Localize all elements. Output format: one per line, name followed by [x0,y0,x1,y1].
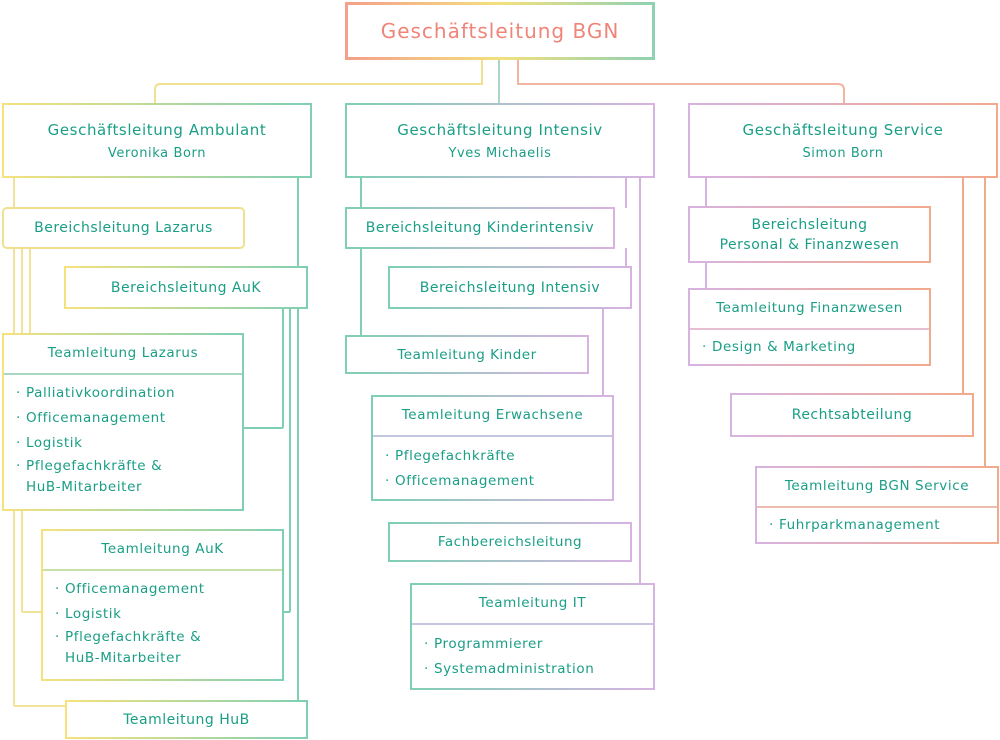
tl-bgn-service-box: Teamleitung BGN Service ·Fuhrparkmanagem… [755,466,999,544]
division-intensiv-title: Geschäftsleitung Intensiv [397,121,603,139]
tl-lazarus-divider [4,373,242,375]
tl-finanzwesen-items: ·Design & Marketing [690,330,929,368]
bl-kinderintensiv-label: Bereichsleitung Kinderintensiv [365,220,595,236]
list-item-continuation: HuB-Mitarbeiter [26,479,143,495]
list-item: ·Officemanagement [16,410,166,426]
bl-kinderintensiv-box: Bereichsleitung Kinderintensiv [345,207,615,249]
division-intensiv: Geschäftsleitung Intensiv Yves Michaelis [345,103,655,178]
tl-finanzwesen-title: Teamleitung Finanzwesen [716,300,903,316]
list-item: ·Pflegefachkräfte & [55,629,202,645]
tl-kinder-box: Teamleitung Kinder [345,335,589,374]
tl-finanzwesen-box: Teamleitung Finanzwesen ·Design & Market… [688,288,931,366]
division-ambulant-title: Geschäftsleitung Ambulant [47,121,267,139]
tl-lazarus-title: Teamleitung Lazarus [47,345,199,361]
bl-personal-box: Bereichsleitung Personal & Finanzwesen [688,206,931,263]
division-service-person: Simon Born [802,146,884,161]
tl-auk-title: Teamleitung AuK [101,541,224,557]
tl-hub-label: Teamleitung HuB [123,711,250,728]
list-item: ·Palliativkoordination [16,385,176,401]
fachbereichsleitung-label: Fachbereichsleitung [437,534,583,550]
list-item: ·Officemanagement [55,581,205,597]
bl-intensiv-box: Bereichsleitung Intensiv [388,266,632,309]
bl-personal-line1: Bereichsleitung [751,216,868,233]
list-item: ·Pflegefachkräfte & [16,458,163,474]
bl-auk-label: Bereichsleitung AuK [110,279,262,296]
tl-finanzwesen-divider [690,328,929,330]
top-management-box: Geschäftsleitung BGN [345,2,655,60]
list-item: ·Pflegefachkräfte [385,448,516,464]
division-intensiv-person: Yves Michaelis [448,146,552,161]
division-service-title: Geschäftsleitung Service [742,121,944,139]
bl-lazarus-box: Bereichsleitung Lazarus [2,207,245,249]
top-management-title: Geschäftsleitung BGN [380,19,620,43]
connector-top-service [517,60,845,103]
list-item: ·Logistik [55,606,122,622]
tl-lazarus-box: Teamleitung Lazarus ·Palliativkoordinati… [2,333,244,511]
list-item: ·Officemanagement [385,473,535,489]
bl-personal-line2: Personal & Finanzwesen [719,236,900,253]
bl-auk-box: Bereichsleitung AuK [64,266,308,309]
list-item-continuation: HuB-Mitarbeiter [65,650,182,666]
rechtsabteilung-box: Rechtsabteilung [730,393,974,437]
tl-it-title: Teamleitung IT [478,595,587,611]
tl-erwachsene-box: Teamleitung Erwachsene ·Pflegefachkräfte… [371,395,614,501]
bl-lazarus-label: Bereichsleitung Lazarus [34,220,213,236]
division-service: Geschäftsleitung Service Simon Born [688,103,998,178]
bl-intensiv-label: Bereichsleitung Intensiv [419,279,601,296]
list-item: ·Fuhrparkmanagement [769,517,941,533]
rechtsabteilung-label: Rechtsabteilung [791,407,913,423]
tl-auk-box: Teamleitung AuK ·Officemanagement ·Logis… [41,529,284,681]
tl-auk-items: ·Officemanagement ·Logistik ·Pflegefachk… [43,571,282,677]
tl-auk-divider [43,569,282,571]
division-ambulant-person: Veronika Born [107,146,207,161]
tl-it-box: Teamleitung IT ·Programmierer ·Systemadm… [410,583,655,690]
tl-it-divider [412,623,653,625]
fachbereichsleitung-box: Fachbereichsleitung [388,522,632,562]
tl-hub-box: Teamleitung HuB [65,700,308,739]
division-ambulant: Geschäftsleitung Ambulant Veronika Born [2,103,312,178]
list-item: ·Design & Marketing [702,339,856,355]
tl-lazarus-items: ·Palliativkoordination ·Officemanagement… [4,375,242,506]
tl-kinder-label: Teamleitung Kinder [397,346,537,363]
tl-bgn-service-items: ·Fuhrparkmanagement [757,508,997,546]
list-item: ·Logistik [16,435,83,451]
list-item: ·Programmierer [424,636,544,652]
connector-top-ambulant [154,60,483,103]
tl-bgn-service-title: Teamleitung BGN Service [784,478,970,494]
tl-erwachsene-items: ·Pflegefachkräfte ·Officemanagement [373,437,612,502]
tl-erwachsene-title: Teamleitung Erwachsene [401,407,584,423]
tl-it-items: ·Programmierer ·Systemadministration [412,625,653,690]
tl-bgn-service-divider [757,506,997,508]
list-item: ·Systemadministration [424,661,595,677]
tl-erwachsene-divider [373,435,612,437]
